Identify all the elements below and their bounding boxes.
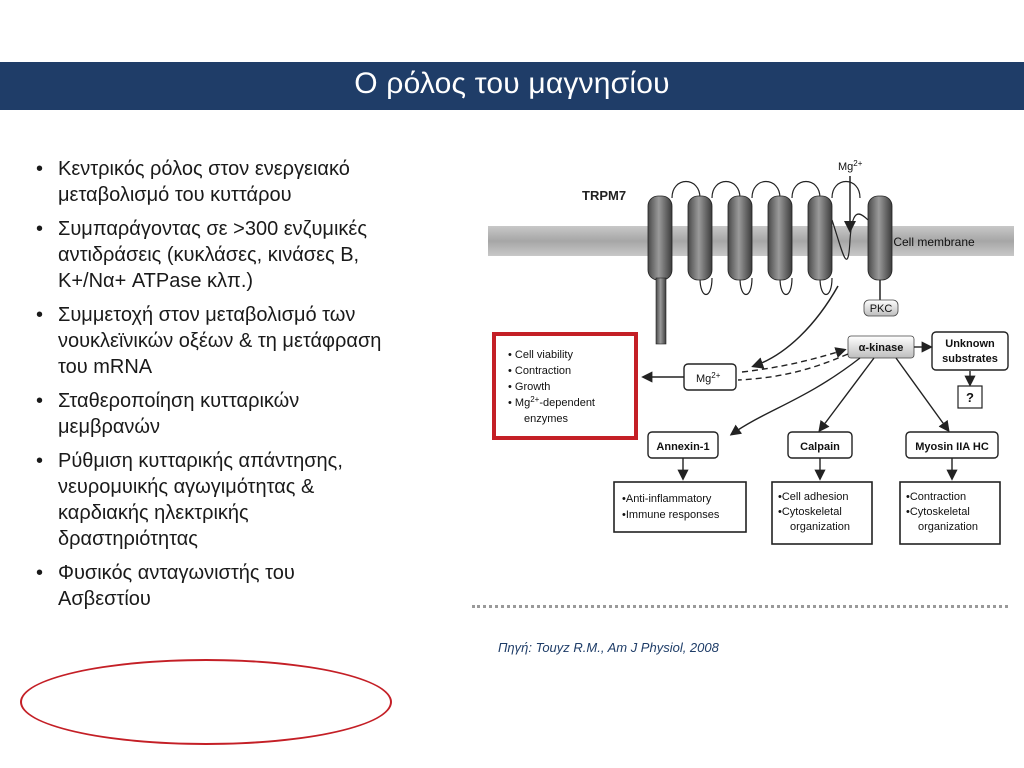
myosin-outcome-box [899,481,1001,545]
question-label: ? [966,390,974,405]
bullet-line: Συμμετοχή στον μεταβολισμό των [58,304,356,326]
red-highlight-ellipse [20,659,392,745]
dotted-divider [472,605,1008,608]
bullet-item-3: • Συμμετοχή στον μεταβολισμό των νουκλεϊ… [36,302,486,380]
unknown-substrates-label: substrates [942,353,998,365]
mg-to-kinase-dashed [741,347,847,373]
bullet-line: αντιδράσεις (κυκλάσες, κινάσες Β, [58,244,360,266]
bullet-item-2: • Συμπαράγοντας σε >300 ενζυμικές αντιδρ… [36,216,486,294]
slide-title: Ο ρόλος του μαγνησίου [354,67,670,100]
effect-item: • Growth [508,381,550,393]
source-citation: Πηγή: Touyz R.M., Am J Physiol, 2008 [498,640,719,655]
bullet-dot: • [36,562,44,584]
outcome-item: •Cell adhesion [778,491,849,503]
pkc-label: PKC [870,303,893,315]
bullet-line: δραστηριότητας [58,528,198,550]
bullet-line: Σταθεροποίηση κυτταρικών [58,390,300,412]
effect-item: • Cell viability [508,349,573,361]
bullet-item-4: • Σταθεροποίηση κυτταρικών μεμβρανών [36,388,486,440]
outcome-item: •Contraction [906,491,966,503]
channel-to-mg-arrow [751,285,839,369]
mg-top-label: Mg2+ [838,159,863,173]
question-box [957,385,983,409]
outcome-item: •Cytoskeletal [778,506,842,518]
bullet-line: Συμπαράγοντας σε >300 ενζυμικές [58,218,367,240]
bullet-line: νουκλεϊνικών οξέων & τη μετάφραση [58,330,382,352]
bullet-dot: • [36,450,44,472]
kinase-to-annexin-arrow [729,357,861,436]
bullet-line: μεταβολισμό του κυττάρου [58,184,292,206]
trpm7-label: TRPM7 [582,188,626,203]
outcome-item: organization [918,521,978,533]
effect-item: • Contraction [508,365,571,377]
outcome-item: •Cytoskeletal [906,506,970,518]
bullet-line: K+/Nα+ ATPase κλπ.) [58,270,254,292]
pkc-box [863,299,899,317]
transmembrane-helices [647,195,893,345]
bullet-dot: • [36,218,44,240]
trpm7-pathway-diagram: Cell membrane TRPM7 Mg2+ PKC α-kinase Un… [488,159,1014,545]
annexin-label: Annexin-1 [656,441,709,453]
kinase-to-mg-dashed [737,353,849,381]
kinase-to-calpain-arrow [818,357,875,433]
bullet-list: • Κεντρικός ρόλος στον ενεργειακό μεταβο… [36,156,486,620]
bullet-item-5: • Ρύθμιση κυτταρικής απάντησης, νευρομυι… [36,448,486,552]
annexin-outcome-box [613,481,747,533]
effect-item: • Mg2+-dependent [508,395,595,409]
cell-membrane-label: Cell membrane [893,235,975,249]
pore-loop [831,213,869,260]
bullet-item-1: • Κεντρικός ρόλος στον ενεργειακό μεταβο… [36,156,486,208]
helix-loops [671,181,861,296]
bullet-dot: • [36,158,44,180]
bullet-line: καρδιακής ηλεκτρικής [58,502,249,524]
bullet-line: Ρύθμιση κυτταρικής απάντησης, [58,450,343,472]
calpain-outcome-box [771,481,873,545]
mg-effects-box [492,332,638,440]
outcome-item: •Immune responses [622,509,720,521]
myosin-label: Myosin IIA HC [915,441,989,453]
bullet-dot: • [36,390,44,412]
bullet-line: Κεντρικός ρόλος στον ενεργειακό [58,158,350,180]
outcome-item: •Anti-inflammatory [622,493,712,505]
calpain-label: Calpain [800,441,840,453]
alpha-kinase-label: α-kinase [859,342,904,354]
effect-item: enzymes [524,413,569,425]
outcome-item: organization [790,521,850,533]
title-bar: Ο ρόλος του μαγνησίου [0,62,1024,110]
bullet-line: Ασβεστίου [58,588,151,610]
bullet-dot: • [36,304,44,326]
bullet-line: νευρομυικής αγωγιμότητας & [58,476,315,498]
kinase-to-myosin-arrow [895,357,950,433]
bullet-item-6: • Φυσικός ανταγωνιστής του Ασβεστίου [36,560,486,612]
bullet-line: Φυσικός ανταγωνιστής του [58,562,295,584]
bullet-line: του mRNA [58,356,153,378]
unknown-substrates-label: Unknown [945,338,995,350]
bullet-line: μεμβρανών [58,416,161,438]
